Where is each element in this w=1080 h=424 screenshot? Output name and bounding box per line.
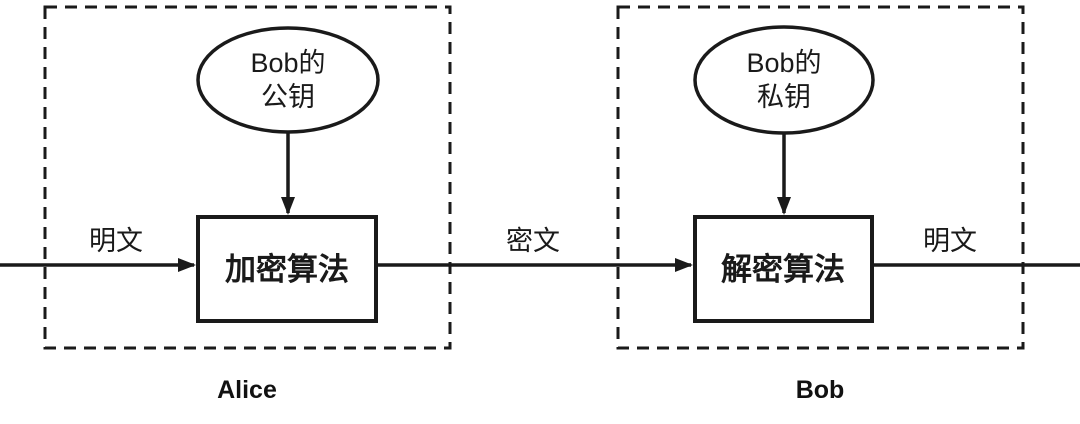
plaintext-output-label: 明文 — [923, 226, 977, 256]
encryption-algorithm-box — [196, 215, 378, 323]
alice-boundary-box — [43, 5, 452, 350]
decryption-algorithm-label: 解密算法 — [721, 252, 845, 287]
bob-key-label-line2: 私钥 — [757, 82, 811, 112]
bob-boundary-box — [616, 5, 1025, 350]
alice-public-key-ellipse — [196, 26, 380, 134]
encryption-algorithm-label: 加密算法 — [225, 252, 349, 287]
bob-actor-label: Bob — [796, 376, 845, 404]
bob-private-key-ellipse — [693, 25, 875, 135]
ciphertext-label: 密文 — [506, 226, 560, 256]
bob-key-label-line1: Bob的 — [746, 48, 821, 78]
alice-key-label-line1: Bob的 — [250, 48, 325, 78]
bob-group: Bob的 私钥 解密算法 明文 Bob — [616, 5, 1080, 404]
decryption-algorithm-box — [693, 215, 874, 323]
alice-group: Bob的 公钥 加密算法 明文 Alice — [0, 5, 452, 404]
alice-key-label-line2: 公钥 — [261, 82, 315, 112]
alice-actor-label: Alice — [217, 376, 277, 404]
plaintext-input-label: 明文 — [89, 226, 143, 256]
channel-group: 密文 — [376, 226, 693, 272]
